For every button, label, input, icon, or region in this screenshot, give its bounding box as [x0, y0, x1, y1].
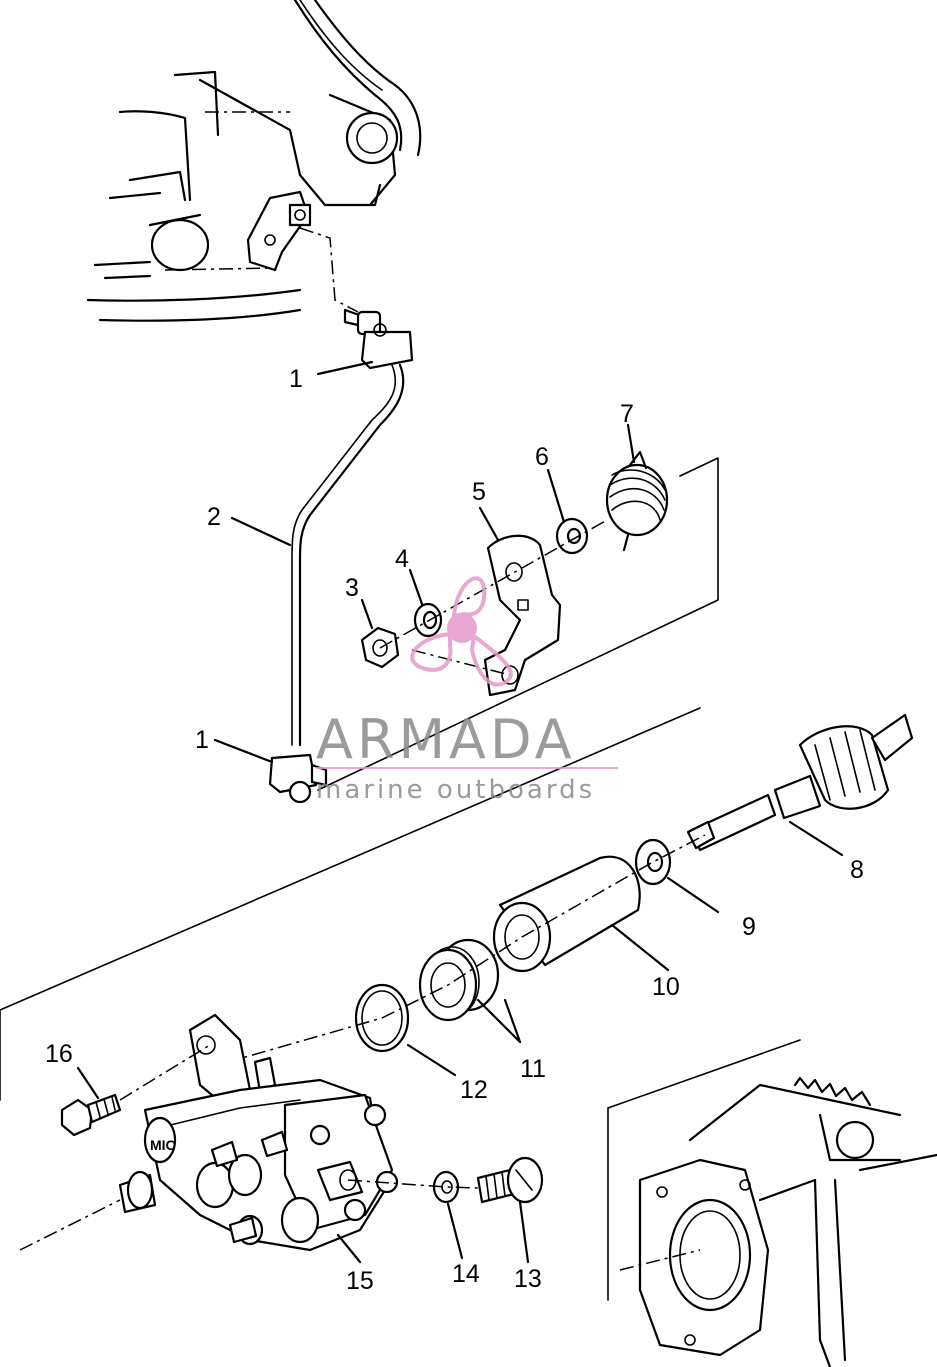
callout-3: 3 — [345, 574, 359, 602]
callout-8: 8 — [850, 856, 864, 884]
engine-housing-top — [86, 0, 422, 322]
propeller-icon — [410, 576, 513, 687]
callout-1-lower: 1 — [195, 726, 209, 754]
callout-12: 12 — [460, 1076, 488, 1104]
lock-washer — [413, 602, 443, 638]
callout-13: 13 — [514, 1265, 542, 1293]
shaft-washer — [634, 838, 672, 886]
svg-text:MIC: MIC — [150, 1137, 176, 1153]
ball-joint-lower — [268, 753, 328, 804]
torsion-spring — [605, 450, 669, 552]
callout-1-upper: 1 — [289, 365, 303, 393]
callouts: 1 2 3 4 5 6 7 1 8 9 10 11 12 16 15 14 13 — [45, 365, 864, 1295]
callout-2: 2 — [207, 503, 221, 531]
oil-pump: MIC — [118, 1013, 399, 1252]
callout-14: 14 — [452, 1260, 480, 1288]
watermark-title: ARMADA — [316, 708, 576, 771]
flat-washer — [555, 517, 589, 555]
callout-11: 11 — [520, 1055, 546, 1083]
adjust-screw — [476, 1156, 544, 1204]
callout-6: 6 — [535, 443, 549, 471]
bushing-sleeve — [492, 855, 641, 973]
pinion-shaft — [686, 713, 914, 852]
watermark: ARMADA marine outboards — [316, 576, 618, 805]
oil-seal — [418, 938, 500, 1022]
callout-10: 10 — [652, 973, 680, 1001]
leader-lines — [76, 360, 844, 1264]
callout-4: 4 — [395, 545, 409, 573]
callout-16: 16 — [45, 1040, 73, 1068]
ball-joint-upper — [343, 308, 414, 370]
link-rod — [298, 363, 405, 747]
callout-15: 15 — [346, 1267, 374, 1295]
callout-7: 7 — [620, 400, 634, 428]
watermark-subtitle: marine outboards — [316, 775, 595, 805]
callout-9: 9 — [742, 913, 756, 941]
callout-5: 5 — [472, 478, 486, 506]
throttle-bracket — [483, 534, 562, 697]
mounting-bolt — [60, 1093, 122, 1137]
engine-housing-bottom — [607, 1039, 937, 1367]
